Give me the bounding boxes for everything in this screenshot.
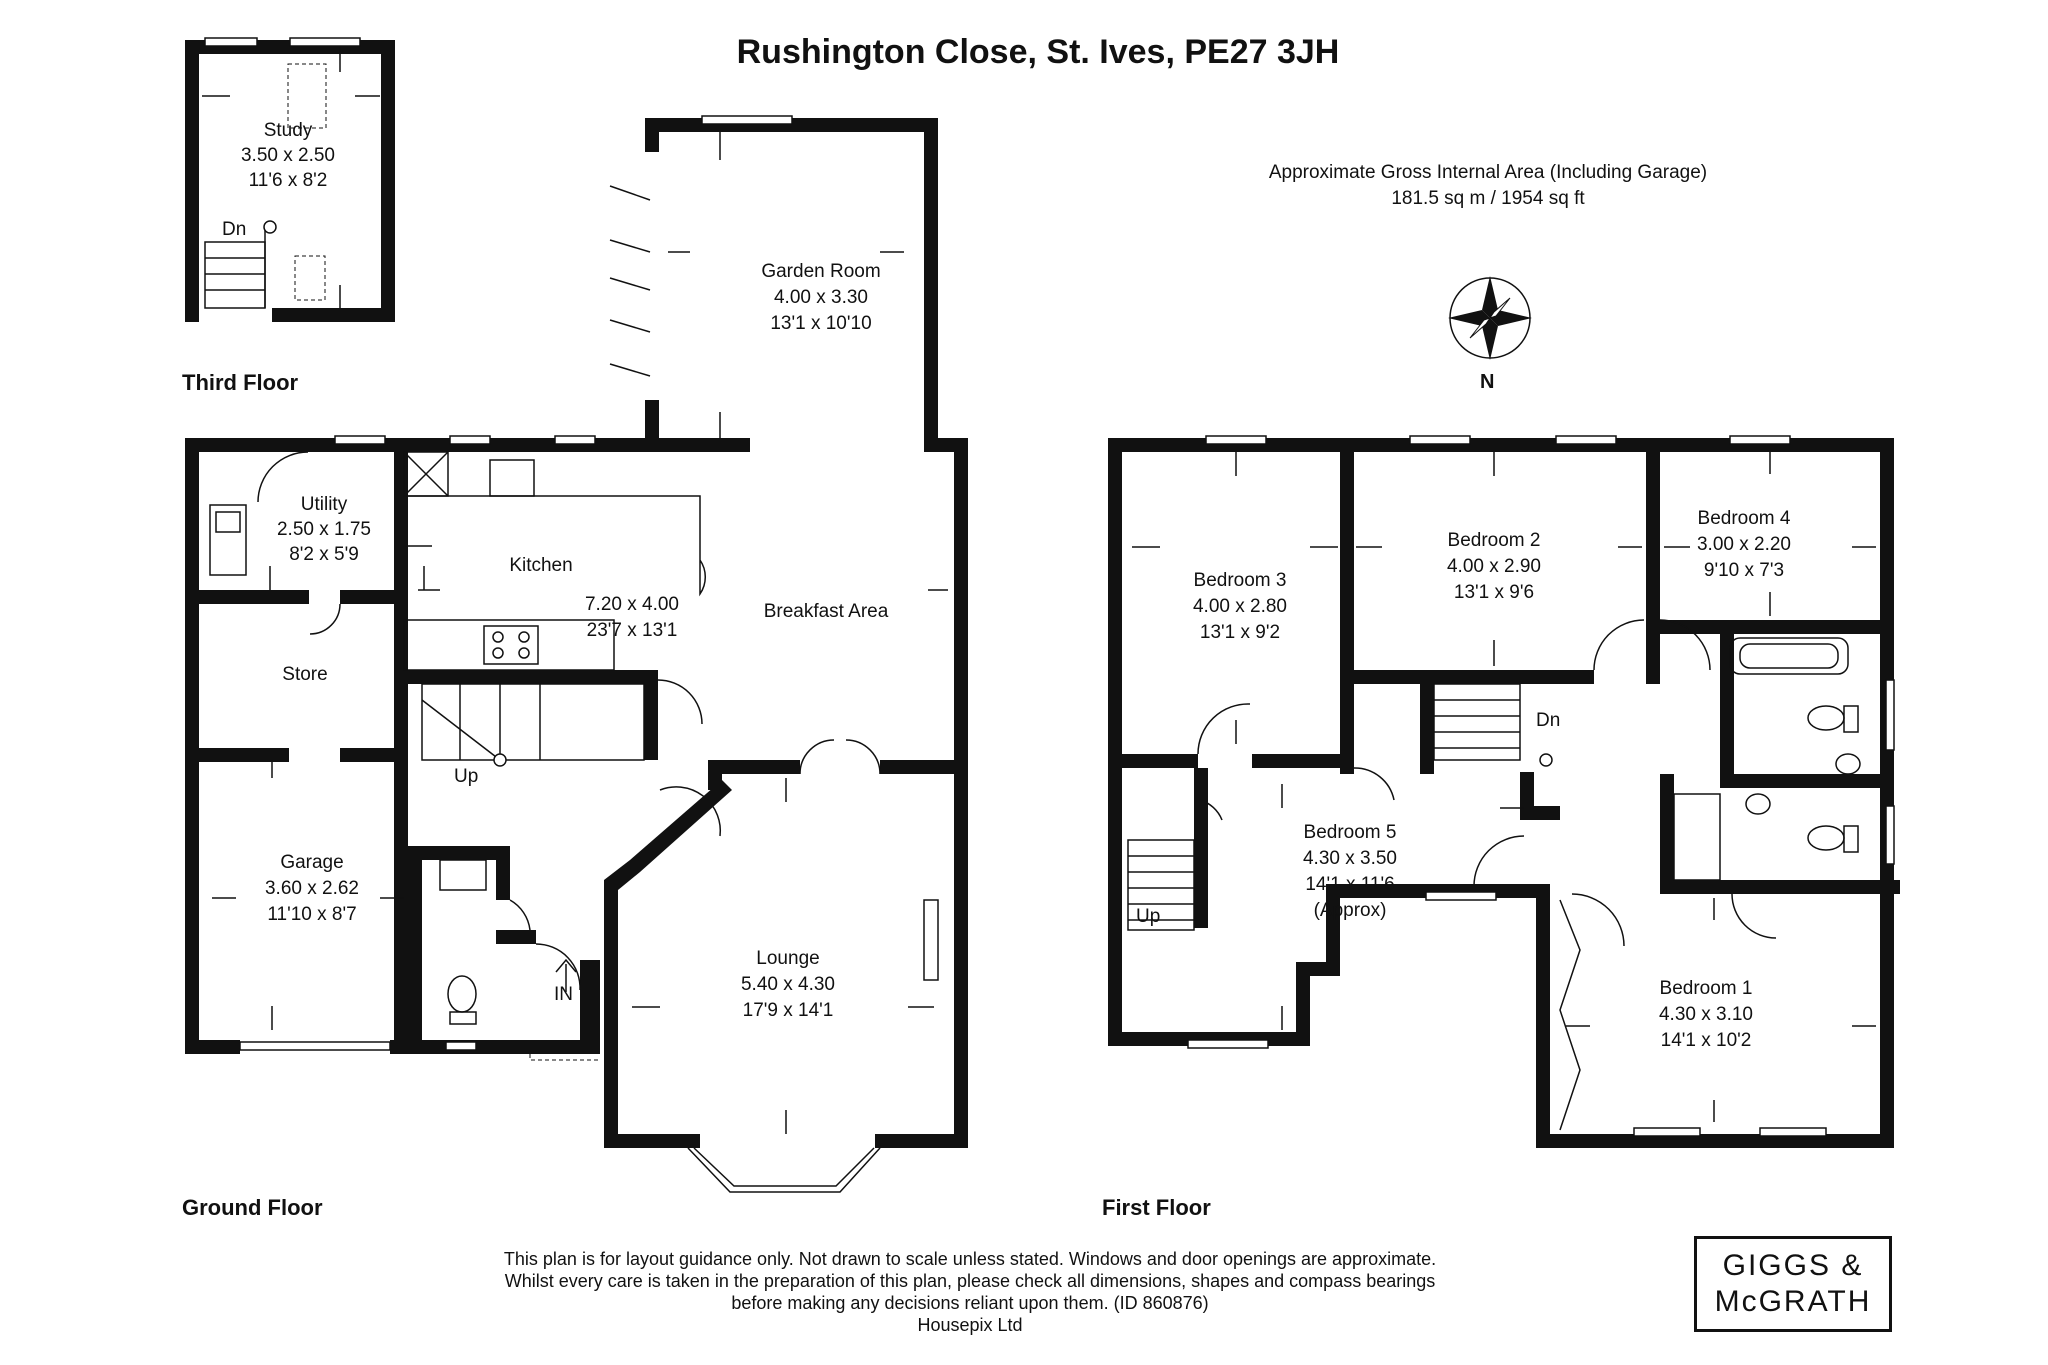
first-stairs-up-label: Up [1136,906,1160,927]
first-stairs-down-label: Dn [1536,710,1560,731]
bedroom3-imperial: 13'1 x 9'2 [1200,622,1280,643]
bedroom3-metric: 4.00 x 2.80 [1193,596,1287,617]
bedroom5-imperial: 14'1 x 11'6 [1305,874,1394,895]
entrance-label: IN [554,984,573,1005]
bedroom2-name: Bedroom 2 [1448,530,1541,551]
bedroom3-name: Bedroom 3 [1194,570,1287,591]
logo-line-1: GIGGS & [1722,1249,1864,1282]
bedroom5-name: Bedroom 5 [1304,822,1397,843]
utility-name: Utility [301,494,348,515]
ground-floor-plan [185,115,968,1193]
compass-north-label: N [1480,371,1494,393]
area-label: Approximate Gross Internal Area (Includi… [1269,162,1707,183]
ground-floor-label: Ground Floor [182,1195,323,1220]
credit-text: Housepix Ltd [917,1315,1023,1335]
study-name: Study [264,120,313,141]
lounge-metric: 5.40 x 4.30 [741,974,835,995]
garden-room-metric: 4.00 x 3.30 [774,287,868,308]
kitchen-name: Kitchen [509,555,572,576]
store-name: Store [282,664,327,685]
bedroom1-imperial: 14'1 x 10'2 [1661,1030,1752,1051]
study-imperial: 11'6 x 8'2 [249,170,328,191]
garden-room-name: Garden Room [761,261,880,282]
utility-imperial: 8'2 x 5'9 [289,544,359,565]
bedroom5-note: (Approx) [1314,900,1387,921]
garage-metric: 3.60 x 2.62 [265,878,359,899]
bedroom2-imperial: 13'1 x 9'6 [1454,582,1534,603]
utility-metric: 2.50 x 1.75 [277,519,371,540]
kitchen-metric: 7.20 x 4.00 [585,594,679,615]
garage-name: Garage [280,852,343,873]
agency-logo: GIGGS & McGRATH [1694,1236,1892,1332]
page-title: Rushington Close, St. Ives, PE27 3JH [737,33,1340,71]
disclaimer: This plan is for layout guidance only. N… [480,1248,1460,1336]
area-value: 181.5 sq m / 1954 sq ft [1391,188,1585,209]
breakfast-area-name: Breakfast Area [764,601,889,622]
bedroom1-metric: 4.30 x 3.10 [1659,1004,1753,1025]
compass-icon [1448,276,1532,360]
lounge-imperial: 17'9 x 14'1 [743,1000,834,1021]
disclaimer-text: This plan is for layout guidance only. N… [503,1249,1437,1313]
first-floor-plan [1108,435,1900,1148]
third-floor-label: Third Floor [182,370,299,395]
garage-imperial: 11'10 x 8'7 [267,904,356,925]
bedroom2-metric: 4.00 x 2.90 [1447,556,1541,577]
bedroom4-metric: 3.00 x 2.20 [1697,534,1791,555]
third-floor-plan [185,37,395,322]
bedroom1-name: Bedroom 1 [1660,978,1753,999]
study-stairs-down-label: Dn [222,219,246,240]
kitchen-imperial: 23'7 x 13'1 [587,620,678,641]
garden-room-imperial: 13'1 x 10'10 [770,313,871,334]
study-metric: 3.50 x 2.50 [241,145,335,166]
bedroom4-name: Bedroom 4 [1698,508,1791,529]
bedroom5-metric: 4.30 x 3.50 [1303,848,1397,869]
bedroom4-imperial: 9'10 x 7'3 [1704,560,1784,581]
ground-stairs-up-label: Up [454,766,478,787]
first-floor-label: First Floor [1102,1195,1211,1220]
lounge-name: Lounge [756,948,819,969]
logo-line-2: McGRATH [1714,1285,1872,1318]
